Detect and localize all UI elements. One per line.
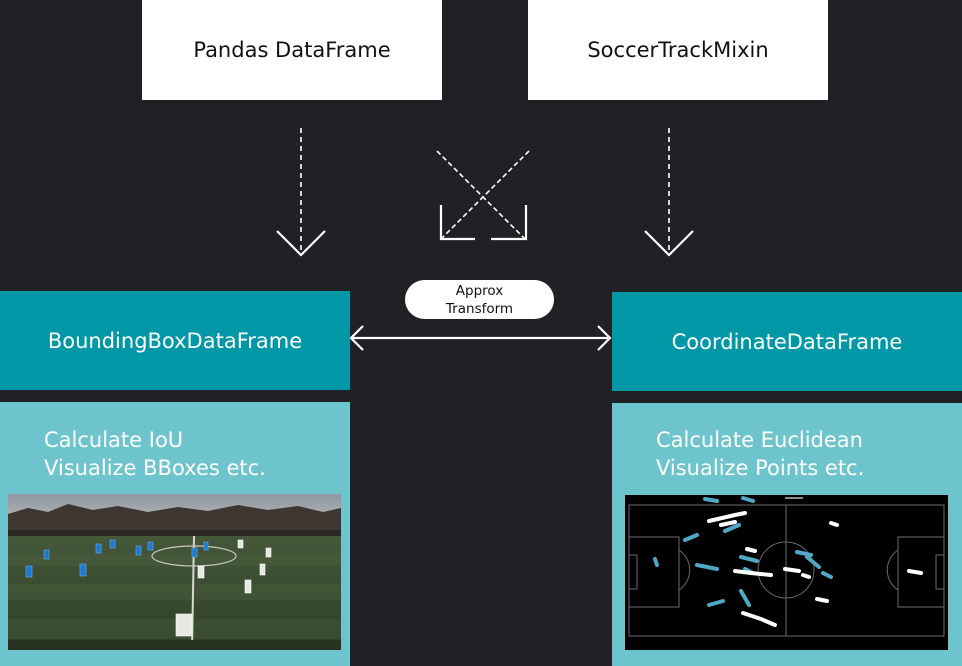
bounding-box-dataframe-box: BoundingBoxDataFrame [0, 291, 350, 390]
approx-transform-label: Approx Transform [405, 280, 554, 319]
coordinate-dataframe-label: CoordinateDataFrame [671, 329, 903, 354]
cross-arrows [436, 150, 530, 241]
coord-feature-line2: Visualize Points etc. [656, 456, 865, 480]
soccertrack-mixin-label: SoccerTrackMixin [587, 38, 769, 62]
approx-transform-line2: Transform [445, 300, 514, 317]
bbox-feature-line2: Visualize BBoxes etc. [44, 456, 266, 480]
approx-transform-line1: Approx [455, 282, 504, 299]
coord-feature-line1: Calculate Euclidean [656, 428, 863, 452]
soccer-field-photo [8, 494, 341, 650]
pandas-dataframe-box: Pandas DataFrame [142, 0, 442, 100]
bbox-feature-text: Calculate IoU Visualize BBoxes etc. [44, 426, 266, 482]
pitch-coordinate-plot [625, 495, 948, 650]
arrow-mixin-to-coord [644, 128, 694, 257]
arrow-pandas-to-bbox [276, 128, 326, 257]
bounding-box-dataframe-label: BoundingBoxDataFrame [47, 328, 303, 353]
coordinate-dataframe-box: CoordinateDataFrame [612, 292, 962, 391]
bbox-feature-line1: Calculate IoU [44, 428, 184, 452]
pandas-dataframe-label: Pandas DataFrame [193, 38, 391, 62]
soccertrack-mixin-box: SoccerTrackMixin [528, 0, 828, 100]
bidirectional-arrow [349, 325, 612, 351]
coord-feature-text: Calculate Euclidean Visualize Points etc… [656, 426, 864, 482]
